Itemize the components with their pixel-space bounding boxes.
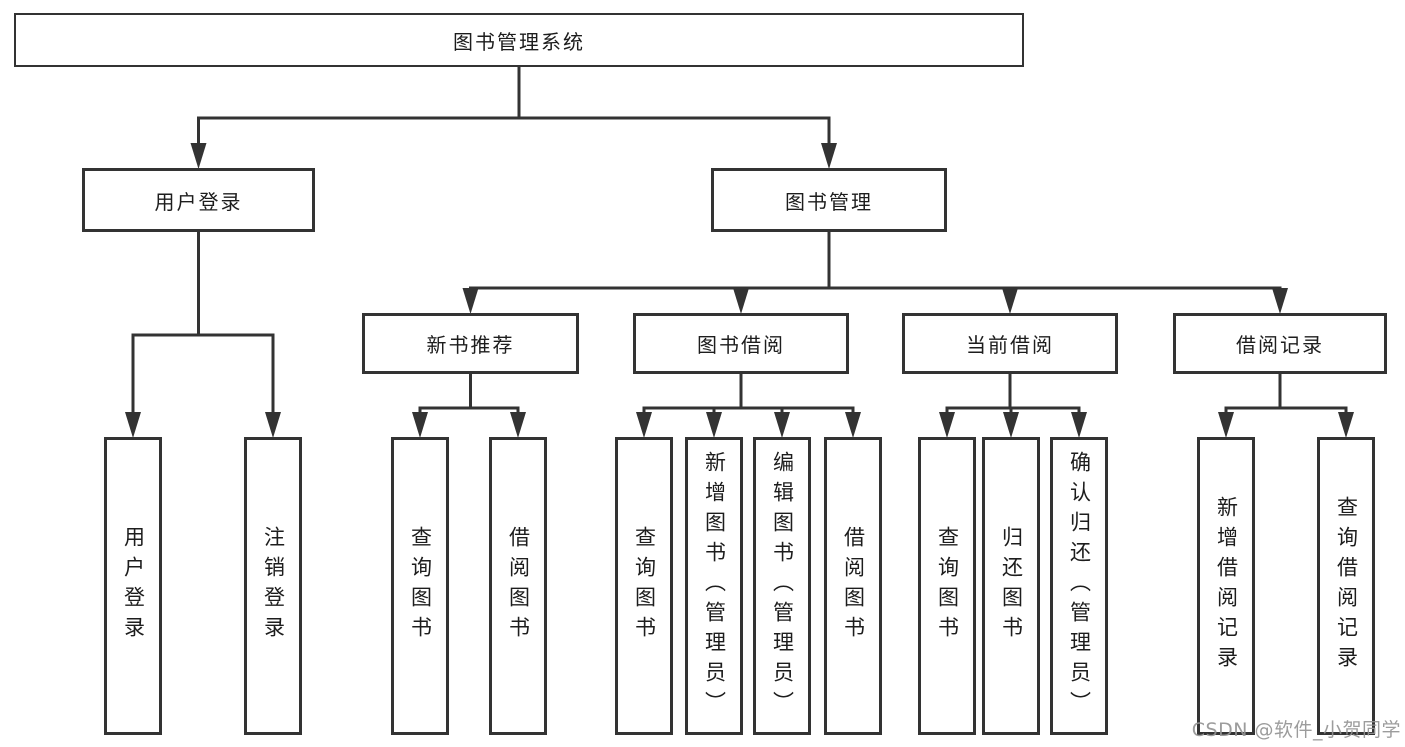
node-v-add-borrow-record: 新增借阅记录	[1197, 437, 1255, 735]
node-label: 借阅图书	[841, 526, 866, 646]
node-label: 查询图书	[408, 526, 433, 646]
node-label: 新书推荐	[426, 333, 515, 357]
arrowhead-icon	[1272, 288, 1288, 314]
node-label: 查询借阅记录	[1334, 496, 1359, 676]
node-label: 图书管理系统	[453, 29, 585, 54]
node-label: 借阅记录	[1236, 333, 1324, 357]
node-v-query-book-3: 查询图书	[918, 437, 976, 735]
connector-borrow-records	[1218, 371, 1354, 438]
arrowhead-icon	[821, 143, 837, 169]
connector-book-borrow	[636, 371, 861, 438]
arrowhead-icon	[1071, 412, 1087, 438]
node-label: 确认归还（管理员）	[1067, 451, 1092, 721]
arrowhead-icon	[733, 288, 749, 314]
node-book-borrow: 图书借阅	[633, 313, 849, 374]
connector-current-borrow	[939, 371, 1087, 438]
connector-book-mgmt	[462, 229, 1288, 314]
node-label: 查询图书	[935, 526, 960, 646]
node-label: 新增借阅记录	[1214, 496, 1239, 676]
arrowhead-icon	[706, 412, 722, 438]
node-book-mgmt: 图书管理	[711, 168, 947, 232]
node-label: 借阅图书	[506, 526, 531, 646]
arrowhead-icon	[1002, 288, 1018, 314]
arrowhead-icon	[636, 412, 652, 438]
connector-user-login	[125, 229, 281, 438]
node-v-add-book: 新增图书（管理员）	[685, 437, 743, 735]
arrowhead-icon	[510, 412, 526, 438]
arrowhead-icon	[939, 412, 955, 438]
node-current-borrow: 当前借阅	[902, 313, 1118, 374]
node-label: 图书管理	[785, 189, 873, 214]
arrowhead-icon	[125, 412, 141, 438]
node-v-confirm-return: 确认归还（管理员）	[1050, 437, 1108, 735]
node-label: 编辑图书（管理员）	[770, 451, 795, 721]
node-label: 查询图书	[632, 526, 657, 646]
node-v-edit-book: 编辑图书（管理员）	[753, 437, 811, 735]
arrowhead-icon	[1338, 412, 1354, 438]
arrowhead-icon	[774, 412, 790, 438]
node-label: 图书借阅	[697, 333, 785, 357]
node-v-logout: 注销登录	[244, 437, 302, 735]
node-v-query-book-2: 查询图书	[615, 437, 673, 735]
watermark: CSDN @软件_小贺同学	[1191, 719, 1401, 741]
connector-root	[190, 64, 837, 169]
arrowhead-icon	[1003, 412, 1019, 438]
node-label: 注销登录	[261, 526, 286, 646]
node-root: 图书管理系统	[14, 13, 1024, 67]
arrowhead-icon	[412, 412, 428, 438]
node-label: 归还图书	[999, 526, 1024, 646]
node-v-query-borrow-record: 查询借阅记录	[1317, 437, 1375, 735]
connector-new-book-rec	[412, 371, 526, 438]
node-v-user-login: 用户登录	[104, 437, 162, 735]
arrowhead-icon	[190, 143, 207, 169]
arrowhead-icon	[462, 288, 479, 314]
node-borrow-records: 借阅记录	[1173, 313, 1387, 374]
node-v-query-book-1: 查询图书	[391, 437, 449, 735]
node-v-return-book: 归还图书	[982, 437, 1040, 735]
node-label: 用户登录	[121, 526, 146, 646]
node-v-borrow-book-1: 借阅图书	[489, 437, 547, 735]
arrowhead-icon	[1218, 412, 1234, 438]
node-label: 新增图书（管理员）	[702, 451, 727, 721]
node-new-book-rec: 新书推荐	[362, 313, 579, 374]
node-label: 用户登录	[154, 189, 243, 214]
arrowhead-icon	[845, 412, 861, 438]
node-user-login: 用户登录	[82, 168, 315, 232]
node-v-borrow-book-2: 借阅图书	[824, 437, 882, 735]
node-label: 当前借阅	[966, 333, 1054, 357]
arrowhead-icon	[265, 412, 281, 438]
